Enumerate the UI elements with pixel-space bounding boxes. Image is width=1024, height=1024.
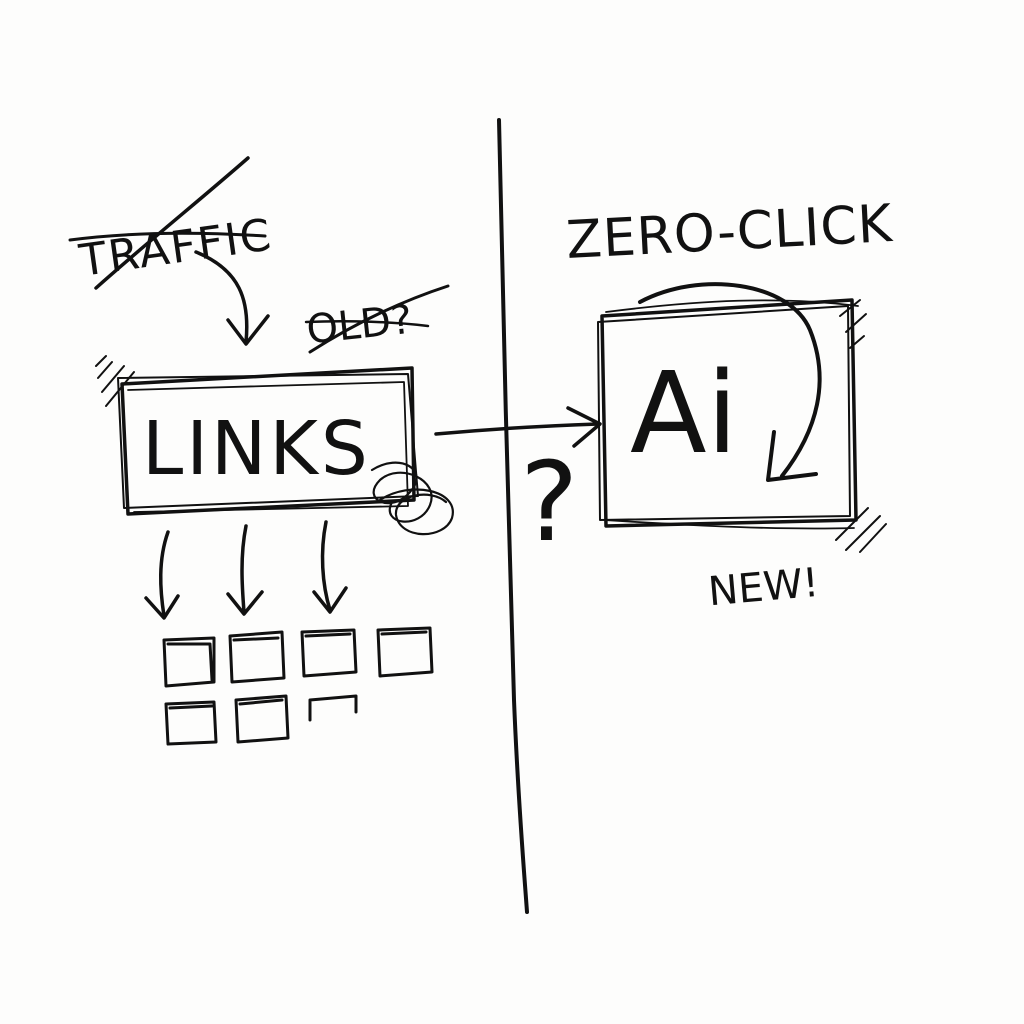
traffic-strikethrough	[94, 156, 250, 290]
traffic-to-links-arrow	[194, 250, 270, 346]
old-strikethrough	[308, 284, 450, 354]
result-box	[228, 630, 286, 684]
result-box	[164, 700, 218, 746]
new-label: NEW!	[706, 560, 820, 615]
traffic-underline-strike	[68, 231, 267, 242]
question-mark: ?	[520, 438, 578, 566]
zero-click-title: ZERO-CLICK	[565, 194, 895, 271]
links-box: LINKS	[95, 355, 454, 536]
ai-box: Ai	[597, 298, 887, 553]
result-box	[162, 636, 216, 688]
result-box	[234, 694, 290, 744]
result-box	[376, 626, 434, 678]
old-underline-strike	[304, 319, 430, 328]
old-group: OLD?	[304, 284, 450, 354]
result-box-partial	[308, 694, 358, 722]
result-box	[300, 628, 358, 678]
links-down-arrows	[144, 520, 348, 620]
links-label: LINKS	[142, 406, 371, 492]
loop-arrow	[638, 282, 822, 482]
ai-label: Ai	[630, 349, 738, 479]
link-results-grid	[162, 626, 434, 746]
center-divider	[497, 118, 529, 914]
traffic-group: TRAFFIC	[68, 156, 276, 290]
